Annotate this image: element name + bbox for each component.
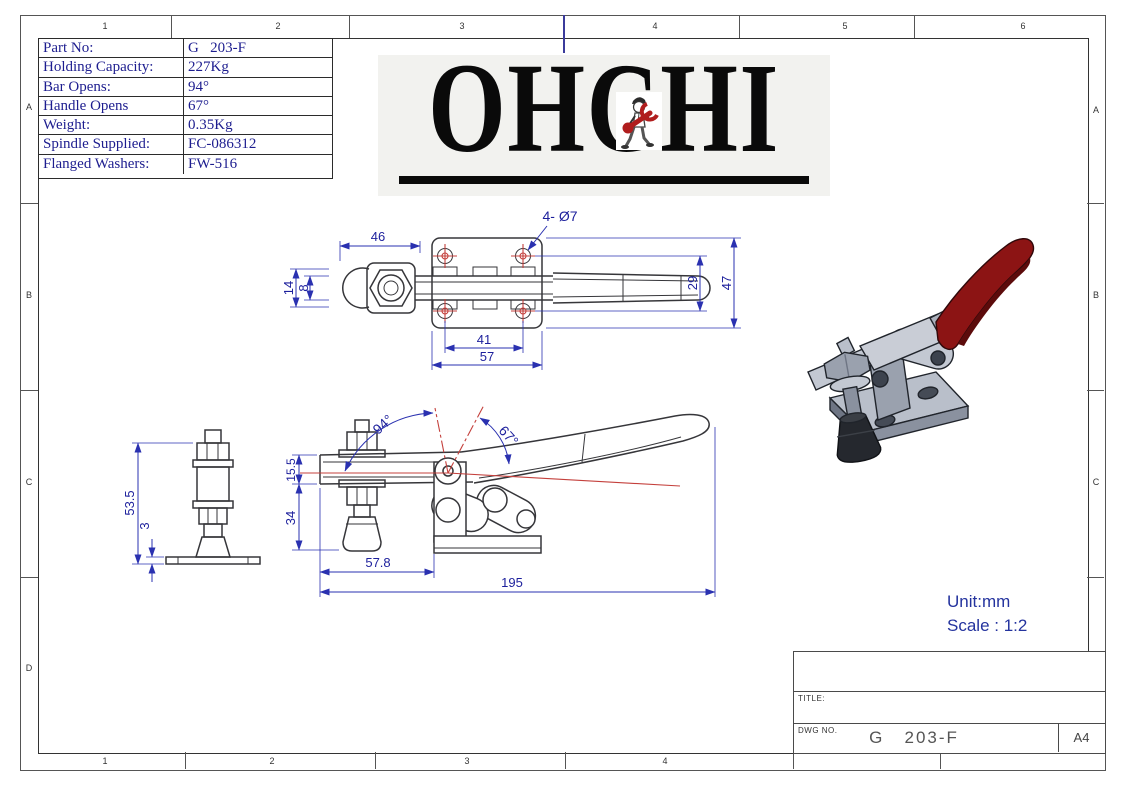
svg-text:67°: 67° xyxy=(496,422,522,448)
svg-text:94°: 94° xyxy=(369,411,395,437)
svg-text:57: 57 xyxy=(480,349,494,364)
worker-with-red-wrench-icon xyxy=(616,92,662,150)
spindle-3d xyxy=(823,336,882,463)
scale-note: Scale : 1:2 xyxy=(947,616,1028,635)
dwg-no-label: DWG NO. xyxy=(798,726,838,735)
svg-text:195: 195 xyxy=(501,575,523,590)
grid-label-top-3: 3 xyxy=(459,21,465,31)
border-tick xyxy=(914,15,915,38)
border-tick xyxy=(171,15,172,38)
border-tick xyxy=(1087,577,1104,578)
front-view-drawing: 94° 67° 15.5 34 57.8 195 xyxy=(283,404,716,597)
border-tick xyxy=(20,577,38,578)
centerlines xyxy=(300,404,681,487)
title-block-divider xyxy=(794,723,1105,724)
sheet-size-value: A4 xyxy=(1058,723,1104,752)
svg-text:47: 47 xyxy=(719,276,734,290)
border-tick xyxy=(1087,203,1104,204)
side-view-drawing: 53.5 3 xyxy=(122,429,261,582)
title-block: TITLE: DWG NO. G 203-F A4 xyxy=(793,651,1106,754)
spec-label: Holding Capacity: xyxy=(39,58,184,78)
svg-text:8: 8 xyxy=(296,284,311,291)
border-tick-center xyxy=(563,15,565,53)
grid-label-bottom-4: 4 xyxy=(662,756,668,766)
svg-text:46: 46 xyxy=(371,229,385,244)
grid-label-bottom-3: 3 xyxy=(464,756,470,766)
spec-label: Weight: xyxy=(39,116,184,136)
border-tick xyxy=(793,752,794,769)
logo-underline xyxy=(399,176,809,184)
top-view-dimensions: 46 14 8 4- Ø7 41 57 29 47 xyxy=(283,208,741,370)
top-view-part-outline xyxy=(342,237,711,329)
grid-label-top-4: 4 xyxy=(652,21,658,31)
spec-value: FC-086312 xyxy=(184,135,332,155)
grid-label-left-a: A xyxy=(25,102,32,112)
brand-logo-text: OHCHI xyxy=(428,37,780,179)
grid-label-top-6: 6 xyxy=(1020,21,1026,31)
spec-value: 227Kg xyxy=(184,58,332,78)
brand-logo: OHCHI xyxy=(378,41,830,196)
grid-label-right-a: A xyxy=(1092,105,1099,115)
title-block-divider xyxy=(794,691,1105,692)
unit-note: Unit:mm xyxy=(947,592,1011,611)
grid-label-left-d: D xyxy=(25,663,33,673)
border-tick xyxy=(20,390,38,391)
spec-value: 67° xyxy=(184,97,332,117)
border-tick xyxy=(1087,390,1104,391)
spec-value: 0.35Kg xyxy=(184,116,332,136)
spec-value: 94° xyxy=(184,78,332,97)
grid-label-top-2: 2 xyxy=(275,21,281,31)
spec-table: Part No: G 203-F Holding Capacity: 227Kg… xyxy=(38,38,333,179)
svg-text:57.8: 57.8 xyxy=(365,555,390,570)
border-tick xyxy=(375,752,376,769)
grid-label-left-b: B xyxy=(25,290,32,300)
spec-label: Spindle Supplied: xyxy=(39,135,184,155)
spec-value: G 203-F xyxy=(184,39,332,59)
border-tick xyxy=(349,15,350,38)
spec-value: FW-516 xyxy=(188,155,238,172)
svg-text:4- Ø7: 4- Ø7 xyxy=(542,208,577,224)
svg-text:15.5: 15.5 xyxy=(284,458,298,482)
clamp-3d-render xyxy=(807,238,1035,463)
dwg-no-value: G 203-F xyxy=(869,728,959,747)
grid-label-right-b: B xyxy=(1092,290,1099,300)
svg-text:29: 29 xyxy=(685,276,700,290)
spec-label: Bar Opens: xyxy=(39,77,184,97)
svg-text:34: 34 xyxy=(283,511,298,525)
border-tick xyxy=(565,752,566,769)
grid-label-right-c: C xyxy=(1092,477,1100,487)
svg-text:14: 14 xyxy=(283,281,296,295)
svg-text:3: 3 xyxy=(137,522,152,529)
grid-label-top-1: 1 xyxy=(102,21,108,31)
spec-label: Part No: xyxy=(39,39,184,59)
side-view-dimensions: 53.5 3 xyxy=(122,442,193,582)
side-view-part-outline xyxy=(165,429,261,565)
top-view-drawing: 46 14 8 4- Ø7 41 57 29 47 xyxy=(283,208,741,370)
border-tick xyxy=(739,15,740,38)
spec-label: Handle Opens xyxy=(39,96,184,117)
grid-label-top-5: 5 xyxy=(842,21,848,31)
border-tick xyxy=(20,203,38,204)
spec-label: Flanged Washers: xyxy=(39,154,184,175)
front-view-part-outline xyxy=(319,413,710,554)
grid-label-bottom-2: 2 xyxy=(269,756,275,766)
border-tick xyxy=(940,752,941,769)
grid-label-left-c: C xyxy=(25,477,33,487)
svg-text:53.5: 53.5 xyxy=(122,490,137,515)
svg-text:41: 41 xyxy=(477,332,491,347)
title-label: TITLE: xyxy=(798,694,826,703)
mounting-hole-marks xyxy=(433,244,535,323)
border-tick xyxy=(185,752,186,769)
grid-label-bottom-1: 1 xyxy=(102,756,108,766)
